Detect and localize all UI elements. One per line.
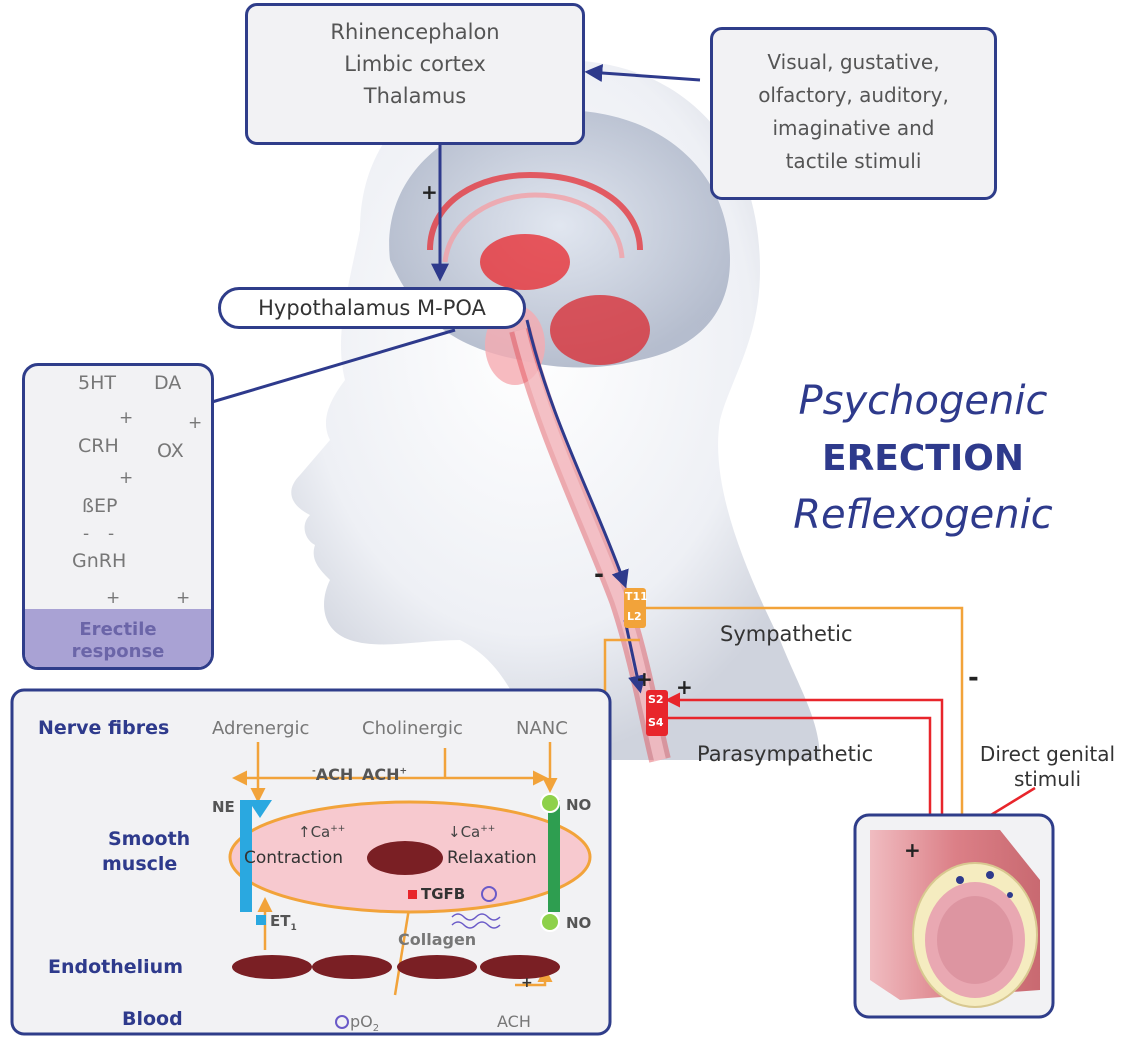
title-reflexogenic: Reflexogenic bbox=[768, 492, 1078, 538]
plus-vessel: + bbox=[904, 838, 921, 862]
stimuli-line3: imaginative and bbox=[713, 112, 994, 145]
hormone-crh: CRH bbox=[78, 435, 119, 457]
direct-stimuli-line1: Direct genital bbox=[960, 742, 1135, 766]
stimuli-box: Visual, gustative, olfactory, auditory, … bbox=[710, 27, 997, 200]
hormone-gnrh: GnRH bbox=[72, 550, 126, 572]
ca-down-label: ↓Ca++ bbox=[448, 823, 495, 841]
plus-5ht-crh: + bbox=[119, 408, 133, 428]
plus-da-ox: + bbox=[188, 413, 202, 433]
minus-bep-gnrh-right: - bbox=[108, 524, 114, 544]
et-label: ET1 bbox=[270, 912, 297, 933]
row-endothelium: Endothelium bbox=[48, 956, 183, 978]
relaxation-label: Relaxation bbox=[447, 848, 537, 868]
erectile-response-line2: response bbox=[22, 641, 214, 662]
rhinencephalon-label: Rhinencephalon bbox=[248, 16, 582, 48]
ca-up-text: Ca bbox=[311, 823, 331, 841]
plus-ach-blood: + bbox=[521, 975, 533, 991]
adrenergic-label: Adrenergic bbox=[212, 718, 309, 739]
s4-label: S4 bbox=[648, 716, 664, 729]
ach-blood-label: ACH bbox=[497, 1012, 531, 1031]
hormone-da: DA bbox=[154, 372, 181, 394]
ca-down-text: Ca bbox=[461, 823, 481, 841]
minus-bep-gnrh-left: - bbox=[83, 524, 89, 544]
minus-spinal: - bbox=[594, 560, 604, 588]
hormone-bep: ßEP bbox=[82, 495, 117, 517]
ne-label: NE bbox=[212, 798, 235, 816]
po2-text: pO bbox=[350, 1012, 373, 1031]
t11-label: T11 bbox=[625, 590, 648, 603]
ca-down-sup: ++ bbox=[480, 824, 495, 834]
collagen-label: Collagen bbox=[398, 930, 476, 949]
plus-spinal-left: + bbox=[636, 667, 653, 691]
et-sub: 1 bbox=[290, 923, 296, 933]
row-blood: Blood bbox=[122, 1008, 183, 1030]
tgfb-label: TGFB bbox=[421, 885, 465, 903]
hormone-5ht: 5HT bbox=[78, 372, 116, 394]
ach-left-label: -ACH bbox=[312, 765, 353, 784]
title-erection: ERECTION bbox=[768, 438, 1078, 479]
l2-label: L2 bbox=[627, 610, 642, 623]
brain-regions-box: Rhinencephalon Limbic cortex Thalamus bbox=[245, 3, 585, 145]
minus-sympathetic: - bbox=[968, 663, 979, 693]
brain-plus-sign: + bbox=[421, 180, 438, 204]
no-receptor-top bbox=[541, 794, 559, 812]
title-psychogenic: Psychogenic bbox=[768, 378, 1078, 424]
ca-up-sup: ++ bbox=[330, 824, 345, 834]
ca-up-label: ↑Ca++ bbox=[298, 823, 345, 841]
thalamus-shape bbox=[480, 234, 570, 290]
ach-left-text: ACH bbox=[316, 765, 354, 784]
cerebellum-shape bbox=[550, 295, 650, 365]
thalamus-label: Thalamus bbox=[248, 80, 582, 112]
no-top-label: NO bbox=[566, 796, 591, 814]
et-text: ET bbox=[270, 912, 290, 930]
row-smooth-line2: muscle bbox=[102, 853, 177, 875]
sympathetic-label: Sympathetic bbox=[720, 622, 853, 646]
stimuli-line1: Visual, gustative, bbox=[713, 46, 994, 79]
parasympathetic-label: Parasympathetic bbox=[697, 742, 873, 766]
po2-label: pO2 bbox=[350, 1012, 379, 1034]
erectile-response-line1: Erectile bbox=[22, 619, 214, 640]
hypothalamus-label: Hypothalamus M-POA bbox=[218, 287, 526, 329]
cholinergic-label: Cholinergic bbox=[362, 718, 463, 739]
nanc-label: NANC bbox=[516, 718, 568, 739]
stimuli-line2: olfactory, auditory, bbox=[713, 79, 994, 112]
direct-stimuli-line2: stimuli bbox=[960, 767, 1135, 791]
row-smooth-line1: Smooth bbox=[108, 828, 190, 850]
plus-spinal-right: + bbox=[676, 675, 693, 699]
contraction-label: Contraction bbox=[244, 848, 343, 868]
no-bottom-label: NO bbox=[566, 914, 591, 932]
po2-sub: 2 bbox=[373, 1023, 379, 1034]
limbic-cortex-label: Limbic cortex bbox=[248, 48, 582, 80]
ach-right-sign: + bbox=[400, 767, 408, 777]
stimuli-line4: tactile stimuli bbox=[713, 145, 994, 178]
ach-right-label: ACH+ bbox=[362, 765, 407, 784]
no-receptor-bottom bbox=[541, 913, 559, 931]
plus-ox-out: + bbox=[176, 588, 190, 608]
s2-label: S2 bbox=[648, 693, 664, 706]
hormone-ox: OX bbox=[157, 440, 184, 462]
plus-gnrh-out: + bbox=[106, 588, 120, 608]
row-nerve-fibres: Nerve fibres bbox=[38, 717, 169, 739]
ach-right-text: ACH bbox=[362, 765, 400, 784]
nucleus bbox=[367, 841, 443, 875]
plus-crh-bep: + bbox=[119, 468, 133, 488]
